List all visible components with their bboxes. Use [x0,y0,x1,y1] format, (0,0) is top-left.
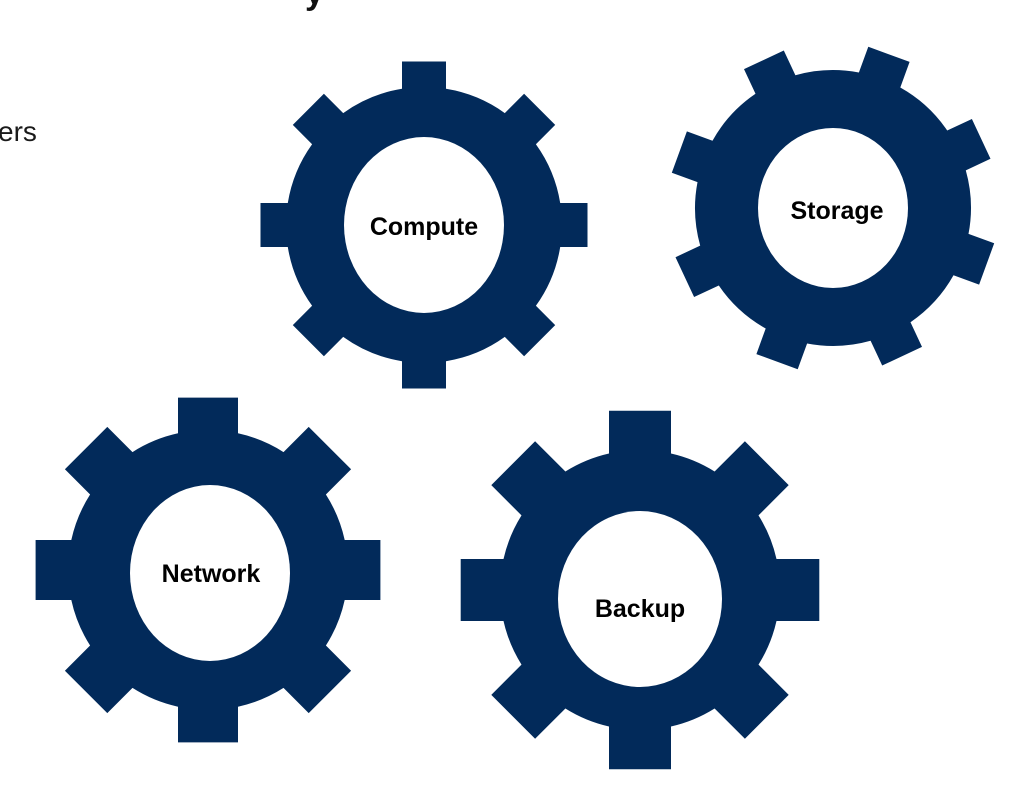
gear-network-label: Network [162,560,261,588]
gear-storage: Storage [671,46,995,370]
slide-body-text-fragment: ers [0,116,37,147]
gear-storage-label: Storage [790,197,883,225]
gear-compute-label: Compute [370,213,478,241]
gear-backup-hub [558,511,722,687]
gear-network-hub [130,485,290,661]
gear-network: Network [35,397,381,743]
gear-storage-hub [758,128,908,288]
slide-title-fragment: y [305,0,324,13]
gear-compute: Compute [260,61,588,389]
gear-backup: Backup [460,410,820,770]
gear-backup-label: Backup [595,595,685,623]
gear-compute-hub [344,137,504,313]
